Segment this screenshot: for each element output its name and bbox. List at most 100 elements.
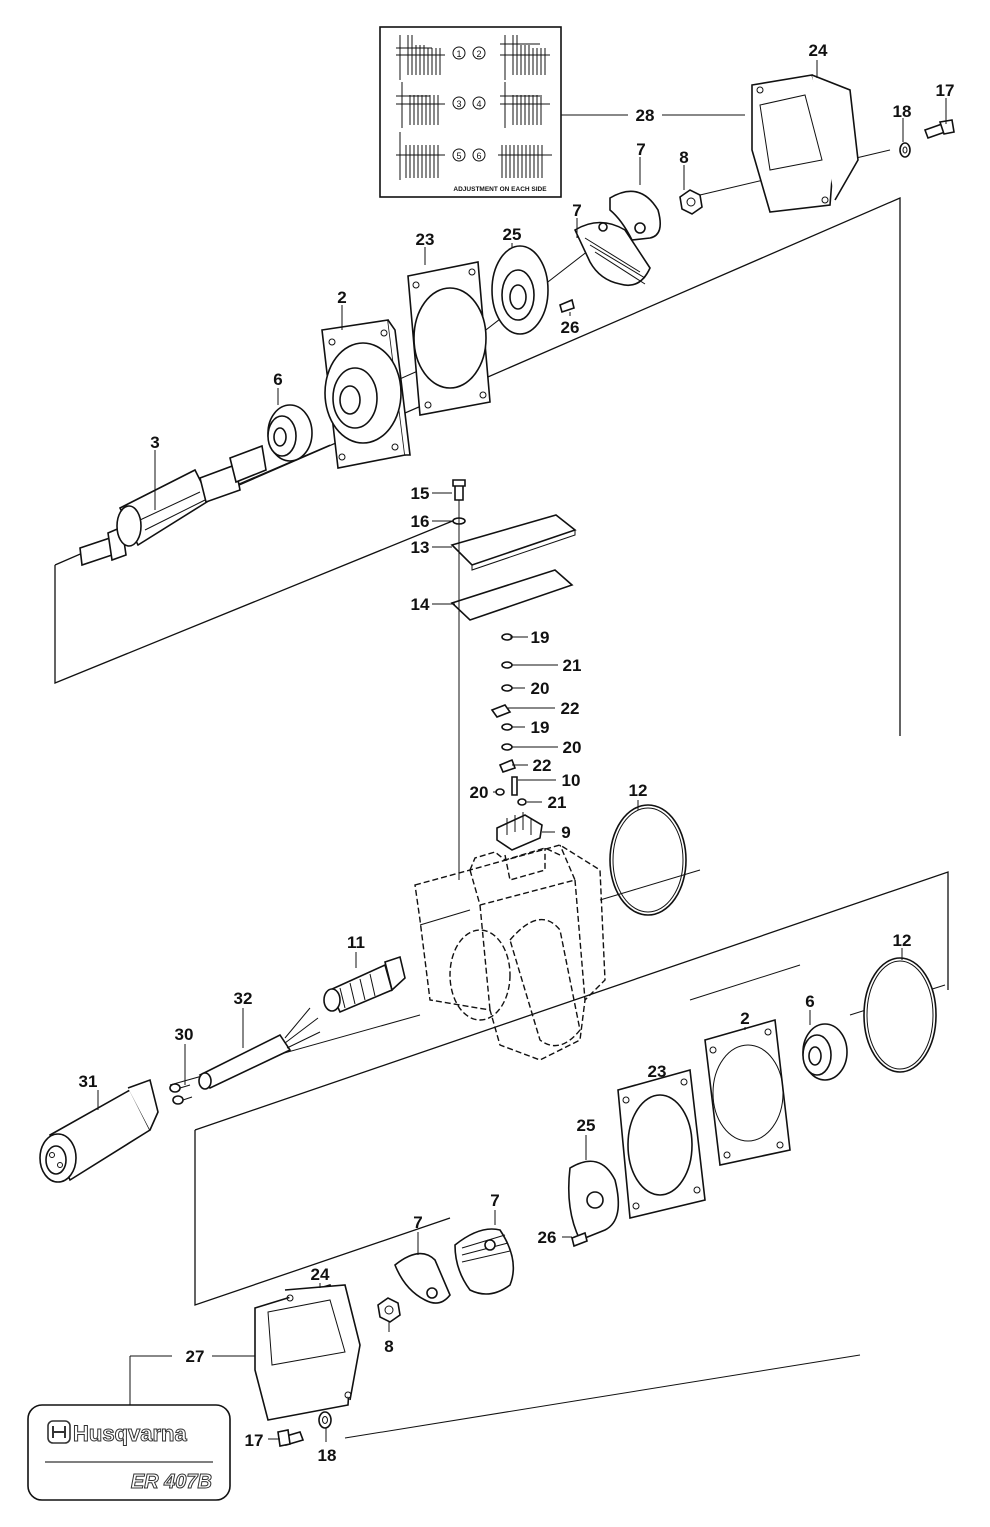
part-11-cable-gland	[323, 955, 406, 1014]
part-7-weight-plate-lower	[394, 1252, 451, 1304]
label-25-upper: 25	[503, 225, 522, 244]
label-19-a: 19	[531, 628, 550, 647]
adjustment-pattern-1	[396, 35, 445, 80]
adjustment-inset: 1 2 3 4 5 6 ADJUSTMENT ON EACH SIDE	[379, 26, 562, 198]
part-18-washer-lower	[318, 1411, 332, 1429]
label-8-upper: 8	[679, 148, 688, 167]
label-7-upper-plate: 7	[636, 140, 645, 159]
label-3: 3	[150, 433, 159, 452]
label-8-lower: 8	[384, 1337, 393, 1356]
adjustment-pattern-2	[500, 35, 550, 80]
part-2-end-shield-upper	[321, 319, 411, 469]
part-17-bolt-upper	[923, 119, 955, 140]
label-22-b: 22	[533, 756, 552, 775]
label-10: 10	[562, 771, 581, 790]
label-20-c: 20	[470, 783, 489, 802]
part-31-plug	[39, 1078, 159, 1183]
adjustment-pattern-4	[500, 82, 550, 128]
label-30: 30	[175, 1025, 194, 1044]
part-6-bearing-upper	[267, 404, 313, 462]
part-18-washer-upper	[899, 142, 911, 158]
callout-1: 1	[456, 49, 461, 59]
part-8-nut-lower	[377, 1297, 401, 1323]
label-11: 11	[347, 933, 365, 952]
adjustment-pattern-5	[396, 132, 445, 180]
label-20-a: 20	[531, 679, 550, 698]
label-18-lower: 18	[318, 1446, 337, 1465]
callout-3: 3	[456, 99, 461, 109]
terminal-hardware-stack	[490, 633, 527, 806]
adjustment-pattern-6	[498, 145, 552, 178]
label-2-upper: 2	[337, 288, 346, 307]
part-24-cover-upper	[751, 74, 859, 213]
part-12-o-ring-upper	[609, 804, 687, 916]
part-14-gasket	[450, 569, 574, 621]
label-15: 15	[411, 484, 430, 503]
label-24-lower: 24	[311, 1265, 330, 1284]
label-7-lower-plate: 7	[413, 1213, 422, 1232]
part-12-o-ring-lower	[863, 957, 937, 1073]
label-9: 9	[561, 823, 570, 842]
label-23-upper: 23	[416, 230, 435, 249]
label-27: 27	[186, 1347, 205, 1366]
logo-brand: Husqvarna	[73, 1421, 187, 1446]
part-7-weight-pack-upper	[573, 221, 651, 287]
label-22-a: 22	[561, 699, 580, 718]
callout-6: 6	[476, 151, 481, 161]
label-14: 14	[411, 595, 430, 614]
label-7-upper-pack: 7	[572, 201, 581, 220]
label-17-lower: 17	[245, 1431, 264, 1450]
label-6-upper: 6	[273, 370, 282, 389]
label-32: 32	[234, 989, 253, 1008]
lower-axis-line	[169, 869, 946, 1439]
callout-2: 2	[476, 49, 481, 59]
label-2-lower: 2	[740, 1009, 749, 1028]
part-6-bearing-lower	[802, 1023, 848, 1081]
label-12-lower: 12	[893, 931, 912, 950]
label-18-upper: 18	[893, 102, 912, 121]
label-17-upper: 17	[936, 81, 955, 100]
motor-housing	[414, 844, 606, 1061]
part-26-screw-upper	[559, 298, 575, 314]
lower-assembly-boundary	[194, 871, 949, 1306]
label-28: 28	[636, 106, 655, 125]
label-25-lower: 25	[577, 1116, 596, 1135]
part-17-bolt-lower	[277, 1429, 305, 1447]
leader-lines	[97, 60, 947, 1442]
adjustment-callouts: 1 2 3 4 5 6	[452, 46, 486, 162]
part-labels: 24 17 18 28 7 8 7 23 25 2 26 6 3 15 16 1…	[79, 41, 955, 1465]
label-31: 31	[79, 1072, 98, 1091]
label-26-upper: 26	[561, 318, 580, 337]
part-23-gasket-lower	[617, 1068, 706, 1219]
label-26-lower: 26	[538, 1228, 557, 1247]
part-9-terminal-block	[496, 812, 543, 851]
part-2-end-shield-lower	[704, 1018, 791, 1166]
part-30-cable-lugs	[169, 1083, 193, 1105]
part-7-weight-pack-lower	[454, 1228, 515, 1295]
label-16: 16	[411, 512, 430, 531]
label-21-b: 21	[548, 793, 567, 812]
part-7-weight-plate-upper	[609, 190, 661, 241]
husqvarna-logo-icon	[47, 1420, 71, 1444]
part-15-screw	[452, 479, 466, 501]
label-24-upper: 24	[809, 41, 828, 60]
label-20-b: 20	[563, 738, 582, 757]
part-25-flange-lower	[567, 1160, 620, 1242]
callout-5: 5	[456, 151, 461, 161]
part-3-rotor-shaft	[79, 444, 267, 567]
part-24-cover-lower	[254, 1284, 361, 1421]
part-8-nut-upper	[679, 189, 703, 215]
part-25-flange-upper	[491, 245, 549, 335]
logo-model: ER 407B	[131, 1471, 212, 1493]
label-7-lower-pack: 7	[490, 1191, 499, 1210]
label-13: 13	[411, 538, 430, 557]
adjustment-caption: ADJUSTMENT ON EACH SIDE	[453, 186, 547, 193]
callout-4: 4	[476, 99, 481, 109]
part-26-screw-lower	[571, 1231, 588, 1248]
part-23-gasket-upper	[407, 261, 491, 416]
adjustment-pattern-3	[396, 82, 445, 128]
label-21-a: 21	[563, 656, 582, 675]
label-23-lower: 23	[648, 1062, 667, 1081]
part-13-terminal-cover	[450, 514, 577, 571]
